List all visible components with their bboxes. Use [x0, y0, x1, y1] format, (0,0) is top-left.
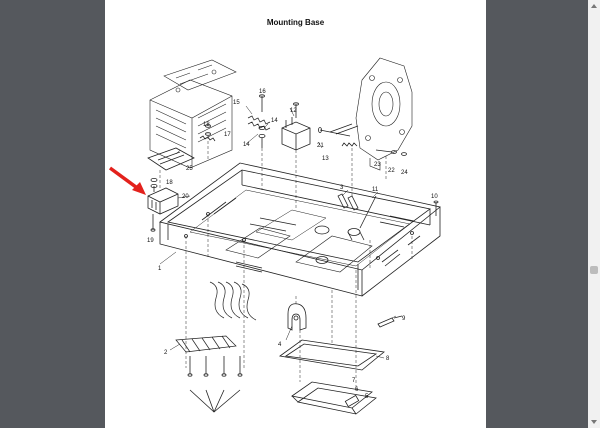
- callout-8: 8: [386, 356, 390, 362]
- cable-harness-2: [175, 281, 257, 353]
- callout-3: 3: [340, 185, 344, 191]
- callout-17: 17: [224, 132, 231, 138]
- callout-23: 23: [374, 162, 381, 168]
- red-arrow-icon: [108, 166, 146, 195]
- bracket-4: [287, 303, 307, 331]
- callout-1: 1: [158, 266, 162, 272]
- callout-7: 7: [352, 378, 356, 384]
- base-tray: [159, 162, 441, 297]
- spring-13: [341, 142, 358, 147]
- callout-9: 9: [402, 316, 406, 322]
- washer-22: [375, 149, 407, 156]
- callout-6: 6: [355, 387, 359, 393]
- callout-18b: 18: [166, 180, 173, 186]
- callout-15: 15: [233, 100, 240, 106]
- chevron-up-icon[interactable]: [591, 4, 597, 8]
- callout-12: 12: [290, 108, 297, 114]
- callout-13: 13: [322, 156, 329, 162]
- nut-14: [258, 126, 266, 148]
- callout-5: 5: [365, 394, 369, 400]
- scrollbar-thumb[interactable]: [590, 266, 598, 274]
- callout-14a: 14: [271, 118, 278, 124]
- panel-7: [291, 381, 377, 415]
- callout-24: 24: [401, 170, 408, 176]
- callout-16: 16: [259, 89, 266, 95]
- callout-2: 2: [164, 350, 168, 356]
- callout-4: 4: [278, 342, 282, 348]
- callout-20: 20: [182, 194, 189, 200]
- screw-16: [259, 94, 265, 112]
- vertical-scrollbar[interactable]: [588, 0, 600, 428]
- callout-21: 21: [317, 143, 324, 149]
- page-title: Mounting Base: [266, 18, 325, 27]
- callout-10: 10: [431, 194, 438, 200]
- callout-18a: 18: [203, 122, 210, 128]
- screw-10: [433, 200, 439, 216]
- screw-9: [377, 315, 403, 328]
- spring-15: [247, 115, 271, 131]
- spring-17: [199, 135, 216, 142]
- callout-labels: 1 2 3 4 5 6 7 8 9 10 11 12 13 14 14 15 1…: [147, 89, 438, 400]
- gasket-8: [278, 339, 385, 371]
- module-20: [147, 187, 179, 215]
- exploded-parts-diagram: 1 2 3 4 5 6 7 8 9 10 11 12 13 14 14 15 1…: [108, 57, 441, 415]
- screw-set: [187, 356, 243, 377]
- component-12: [281, 117, 311, 151]
- chevron-down-icon[interactable]: [591, 420, 597, 424]
- screw-19: [150, 214, 156, 232]
- callout-11: 11: [372, 187, 379, 193]
- clamp-3: [337, 193, 365, 241]
- callout-14b: 14: [243, 142, 250, 148]
- callout-19: 19: [147, 238, 154, 244]
- bolt-21: [318, 123, 359, 137]
- gear-housing: [355, 57, 413, 171]
- document-page: Mounting Base: [105, 0, 486, 428]
- upper-housing: [149, 59, 237, 169]
- washer-18: [150, 177, 158, 192]
- callout-25: 25: [186, 166, 193, 172]
- callout-22: 22: [388, 168, 395, 174]
- washer-left: [205, 124, 211, 136]
